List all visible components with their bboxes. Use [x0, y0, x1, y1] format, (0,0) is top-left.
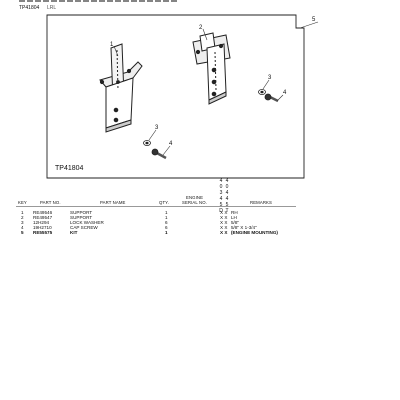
col-serial-no: SERIAL NO. — [182, 200, 207, 205]
cell-key: 2 — [21, 215, 24, 220]
engine-digit: 0 — [225, 184, 229, 190]
cell-part-name: LOCK WASHER — [70, 220, 104, 225]
callout-5: 5 — [312, 17, 316, 23]
callout-1: 1 — [110, 42, 114, 48]
col-remarks: REMARKS — [250, 200, 272, 205]
cell-remarks: RH — [231, 210, 238, 215]
cell-key: 1 — [21, 210, 24, 215]
cell-part-name: KIT — [70, 230, 78, 235]
table-row: 2 RE49547 SUPPORT 1 X X LH — [0, 215, 400, 221]
engine-digit: 4 — [219, 196, 223, 202]
cell-part-no: 12H294 — [33, 220, 50, 225]
cell-marks: X X — [220, 220, 228, 225]
support-lh-bracket — [192, 32, 231, 105]
cell-part-no: RE49547 — [33, 215, 53, 220]
engine-digit: 4 — [225, 190, 229, 196]
col-key: KEY — [18, 200, 27, 205]
cell-key: 4 — [21, 225, 24, 230]
cell-marks: X X — [220, 210, 228, 215]
cell-part-name: CAP SCREW — [70, 225, 98, 230]
cell-key: 5 — [21, 230, 24, 235]
washer-and-screw-right — [258, 89, 279, 103]
cell-marks: X X — [220, 225, 228, 230]
engine-digit: 3 — [219, 190, 223, 196]
col-qty: QTY. — [159, 200, 169, 205]
cell-remarks: (ENGINE MOUNTING) — [231, 230, 278, 235]
engine-digit: D — [219, 208, 223, 214]
callout-leaders — [113, 21, 319, 156]
cell-qty: 1 — [165, 230, 168, 235]
callout-4-right: 4 — [283, 90, 287, 96]
cell-marks: X X — [220, 230, 228, 235]
cell-part-no: RE49546 — [33, 210, 53, 215]
cropped-title-line — [19, 0, 179, 2]
callout-4-left: 4 — [169, 141, 173, 147]
cell-qty: 6 — [165, 220, 168, 225]
col-part-name: PART NAME — [100, 200, 126, 205]
engine-digit: 5 — [225, 202, 229, 208]
col-engine: ENGINE — [186, 195, 204, 200]
figure-label: TP41804 — [55, 165, 84, 172]
engine-digit: T — [225, 208, 229, 214]
table-row: 4 19H2710 CAP SCREW 6 X X 5/8" X 1-3/4" — [0, 225, 400, 231]
callout-3-left: 3 — [155, 125, 159, 131]
table-row: 3 12H294 LOCK WASHER 6 X X 5/8" — [0, 220, 400, 226]
support-rh-bracket — [99, 43, 143, 133]
cell-key: 3 — [21, 220, 24, 225]
cell-qty: 6 — [165, 225, 168, 230]
cell-remarks: 5/8" X 1-3/4" — [231, 225, 257, 230]
callout-2: 2 — [199, 25, 203, 31]
table-row: 1 RE49546 SUPPORT 1 X X RH — [0, 210, 400, 216]
washer-and-screw-left — [143, 140, 167, 160]
header-rule — [16, 206, 296, 207]
cell-remarks: 5/8" — [231, 220, 240, 225]
figure-reference-id: TP41804 — [19, 5, 40, 11]
page-mark: LRL — [47, 5, 57, 11]
cell-part-name: SUPPORT — [70, 215, 93, 220]
illustration-frame — [46, 14, 305, 179]
col-part-no: PART NO. — [40, 200, 61, 205]
table-row: 5 RE55575 KIT 1 X X (ENGINE MOUNTING) — [0, 230, 400, 236]
callout-3-right: 3 — [268, 75, 272, 81]
engine-digit: 4 — [225, 196, 229, 202]
engine-digit: 4 — [225, 178, 229, 184]
cell-part-no: 19H2710 — [33, 225, 52, 230]
cell-marks: X X — [220, 215, 228, 220]
engine-digit: 5 — [219, 202, 223, 208]
engine-digit: 4 — [219, 178, 223, 184]
cell-remarks: LH — [231, 215, 237, 220]
cell-part-name: SUPPORT — [70, 210, 93, 215]
cell-qty: 1 — [165, 215, 168, 220]
cell-qty: 1 — [165, 210, 168, 215]
engine-digit: 0 — [219, 184, 223, 190]
cell-part-no: RE55575 — [33, 230, 53, 235]
